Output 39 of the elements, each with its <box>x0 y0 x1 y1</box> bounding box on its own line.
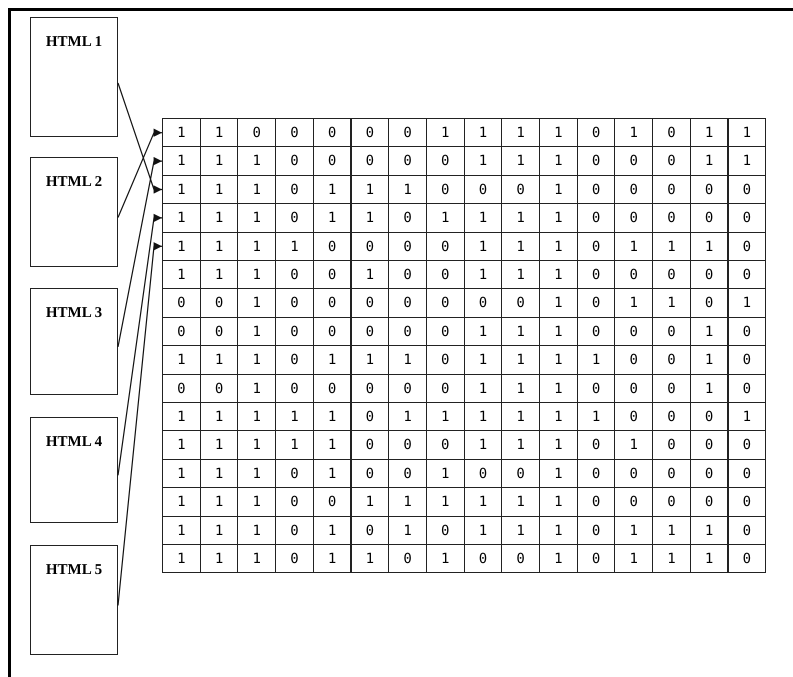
table-cell: 0 <box>728 544 766 574</box>
arrow <box>117 128 162 218</box>
box-label: HTML 2 <box>44 173 104 192</box>
table-cell: 0 <box>728 458 766 488</box>
box-label: HTML 5 <box>44 561 104 580</box>
arrow <box>117 242 162 606</box>
table-cell: 1 <box>312 544 352 574</box>
table-cell: 0 <box>728 374 766 403</box>
document-box <box>30 17 118 137</box>
arrow <box>117 82 162 194</box>
table-cell: 1 <box>728 402 766 432</box>
table-cell: 0 <box>728 174 766 204</box>
table-cell: 0 <box>350 118 390 148</box>
box-label: HTML 3 <box>44 304 104 323</box>
box-label: HTML 4 <box>44 433 104 452</box>
table-cell: 1 <box>690 544 728 574</box>
table-cell: 1 <box>162 118 201 148</box>
document-box <box>30 417 118 523</box>
table-cell: 0 <box>728 203 766 233</box>
table-cell: 1 <box>728 118 766 148</box>
table-cell: 0 <box>728 516 766 545</box>
document-box <box>30 157 118 267</box>
table-cell: 1 <box>728 146 766 176</box>
table-cell: 0 <box>728 260 766 290</box>
table-cell: 1 <box>350 544 390 574</box>
document-box <box>30 288 118 395</box>
table-cell: 1 <box>728 288 766 318</box>
arrow <box>117 156 162 348</box>
table-cell: 0 <box>728 430 766 460</box>
table-cell: 1 <box>162 544 201 574</box>
table-cell: 0 <box>312 118 352 148</box>
table-cell: 1 <box>690 118 728 148</box>
table-cell: 0 <box>728 345 766 375</box>
document-box <box>30 545 118 655</box>
table-cell: 0 <box>728 232 766 261</box>
table-cell: 0 <box>728 487 766 517</box>
arrow <box>117 214 162 476</box>
table-cell: 0 <box>728 316 766 346</box>
box-label: HTML 1 <box>44 33 104 52</box>
